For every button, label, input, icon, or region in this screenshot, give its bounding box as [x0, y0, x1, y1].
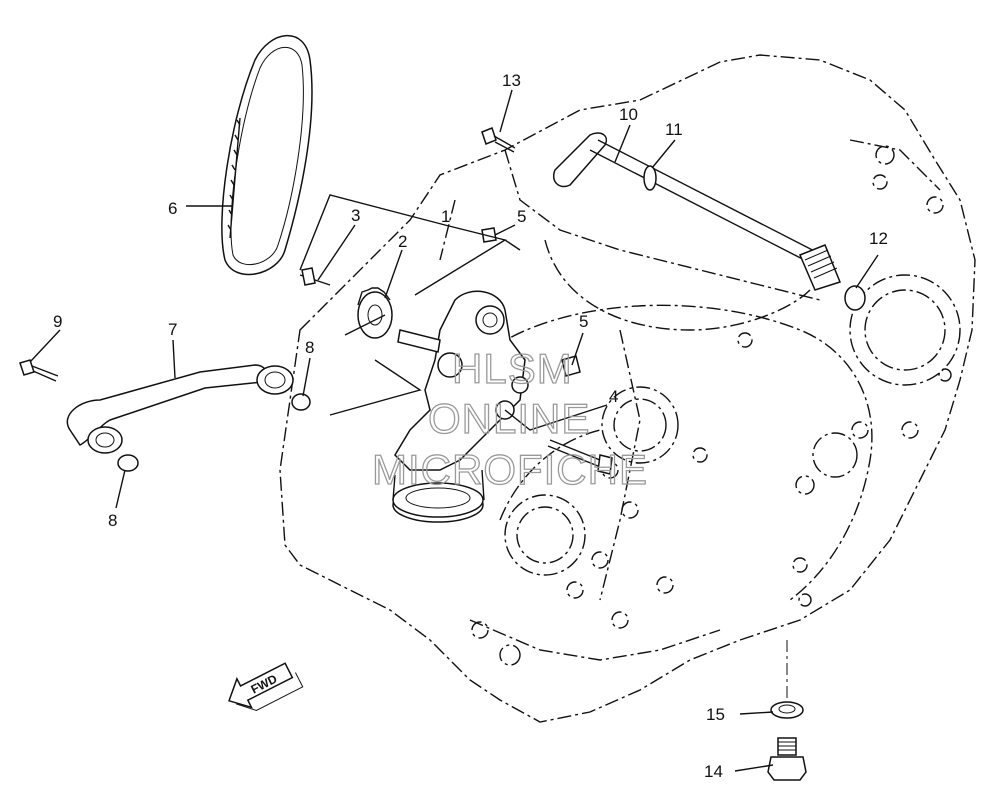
callout-12: 12: [869, 229, 888, 248]
drain-plug: [767, 701, 807, 781]
callout-4: 4: [609, 387, 618, 406]
crankcase: [279, 54, 976, 723]
oil-pump-assembly: [299, 227, 581, 523]
callout-6: 6: [168, 199, 177, 218]
callouts: 1 2 3 4 5 5 6 7 8 8 9 10 11 12 13 14 15: [53, 71, 888, 781]
shaft-rod: [481, 127, 866, 311]
timing-chain: [221, 34, 313, 276]
callout-7: 7: [168, 320, 177, 339]
callout-5b: 5: [579, 312, 588, 331]
callout-8a: 8: [305, 338, 314, 357]
callout-15: 15: [706, 705, 725, 724]
watermark: HLSM ONLINE MICROFICHE: [371, 344, 648, 493]
callout-2: 2: [398, 232, 407, 251]
callout-1: 1: [441, 207, 450, 226]
watermark-line-2: ONLINE: [428, 395, 590, 442]
leader-lines: [29, 89, 879, 772]
watermark-line-3: MICROFICHE: [372, 446, 648, 493]
callout-9: 9: [53, 312, 62, 331]
callout-13: 13: [502, 71, 521, 90]
bolt-4: [547, 439, 601, 467]
callout-11: 11: [665, 120, 683, 139]
callout-14: 14: [704, 762, 723, 781]
callout-3: 3: [351, 206, 360, 225]
callout-8b: 8: [108, 511, 117, 530]
callout-10: 10: [619, 105, 638, 124]
callout-5a: 5: [517, 207, 526, 226]
bolt-4-head: [597, 454, 613, 475]
fwd-arrow: FWD: [228, 662, 304, 711]
watermark-line-1: HLSM: [452, 345, 573, 392]
oil-delivery-pipe: [19, 359, 311, 472]
